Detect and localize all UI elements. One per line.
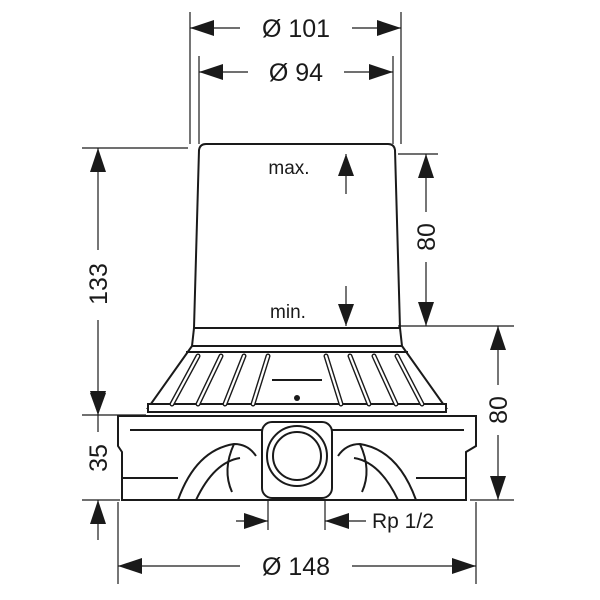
pipe-connection: [261, 421, 333, 499]
base-height-label: 35: [85, 444, 113, 472]
dimension-base-diameter: Ø 148: [118, 553, 476, 581]
dimension-adjust-range: 80: [413, 154, 441, 326]
right-height-label: 80: [485, 396, 513, 424]
connection-label: Rp 1/2: [372, 510, 434, 533]
dimension-outer-diameter: Ø 101: [190, 15, 401, 43]
upper-cylinder: [191, 143, 403, 347]
ribbed-cage: [146, 345, 448, 413]
max-label: max.: [268, 158, 309, 179]
max-marker: max.: [268, 154, 354, 194]
dimension-base-height: 35: [85, 393, 113, 540]
dimension-total-height: 133: [85, 148, 113, 415]
total-height-label: 133: [85, 263, 113, 305]
outer-diameter-label: Ø 101: [262, 15, 330, 43]
dimension-inner-diameter: Ø 94: [199, 59, 393, 87]
dimension-right-height: 80: [485, 326, 513, 500]
min-label: min.: [270, 302, 306, 323]
extension-lines: [82, 12, 514, 584]
min-marker: min.: [270, 286, 354, 326]
connection-callout: Rp 1/2: [236, 510, 434, 533]
base-diameter-label: Ø 148: [262, 553, 330, 581]
inner-diameter-label: Ø 94: [269, 59, 323, 87]
adjust-range-label: 80: [413, 223, 441, 251]
